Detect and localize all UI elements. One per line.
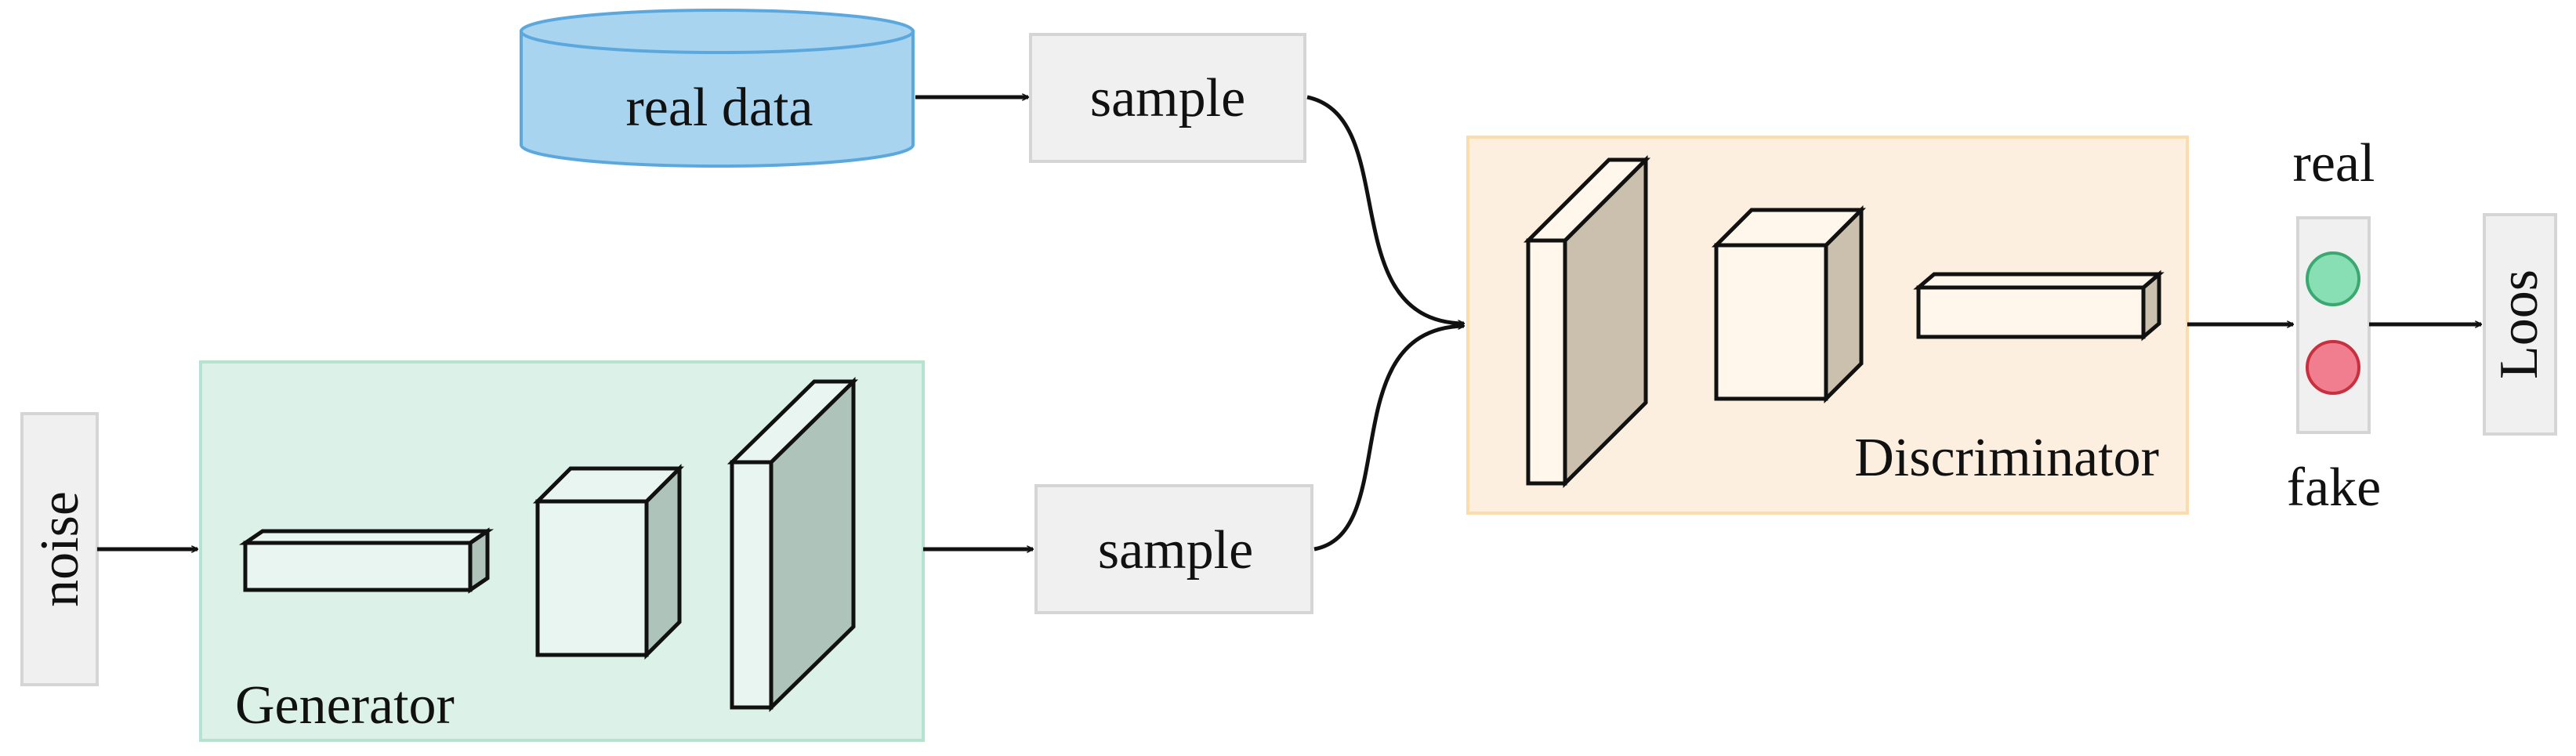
sample-box-bottom: sample [1034, 484, 1313, 614]
sample-box-top: sample [1029, 33, 1306, 163]
generator-panel: Generator [199, 360, 925, 742]
output-classifier-box: real fake [2287, 133, 2381, 518]
generator-dense-layer-block [238, 527, 495, 594]
cylinder-body [520, 30, 915, 168]
curve-arrow-top-sample-to-discriminator [1306, 95, 1464, 324]
real-indicator-circle [2306, 251, 2360, 306]
generator-conv-block-2 [726, 377, 859, 712]
discriminator-label: Discriminator [1854, 428, 2159, 488]
discriminator-conv-block-2 [1711, 204, 1867, 404]
discriminator-dense-layer-block [1913, 269, 2165, 342]
fake-label: fake [2287, 458, 2381, 518]
real-data-cylinder: real data [520, 9, 915, 168]
loss-label: Loos [2489, 269, 2549, 379]
sample-top-label: sample [1090, 68, 1245, 128]
discriminator-conv-block-1 [1523, 154, 1651, 489]
fake-indicator-circle [2306, 340, 2360, 395]
curve-arrow-bottom-sample-to-discriminator [1313, 326, 1464, 552]
generator-label: Generator [235, 675, 455, 736]
discriminator-panel: Discriminator [1466, 136, 2189, 515]
real-data-label: real data [626, 78, 813, 138]
real-label: real [2293, 133, 2375, 194]
noise-box: noise [20, 412, 99, 686]
noise-label: noise [30, 491, 90, 607]
loss-box: Loos [2483, 213, 2557, 436]
sample-bottom-label: sample [1098, 520, 1253, 581]
cylinder-top [520, 9, 915, 54]
generator-conv-block-1 [532, 463, 685, 660]
